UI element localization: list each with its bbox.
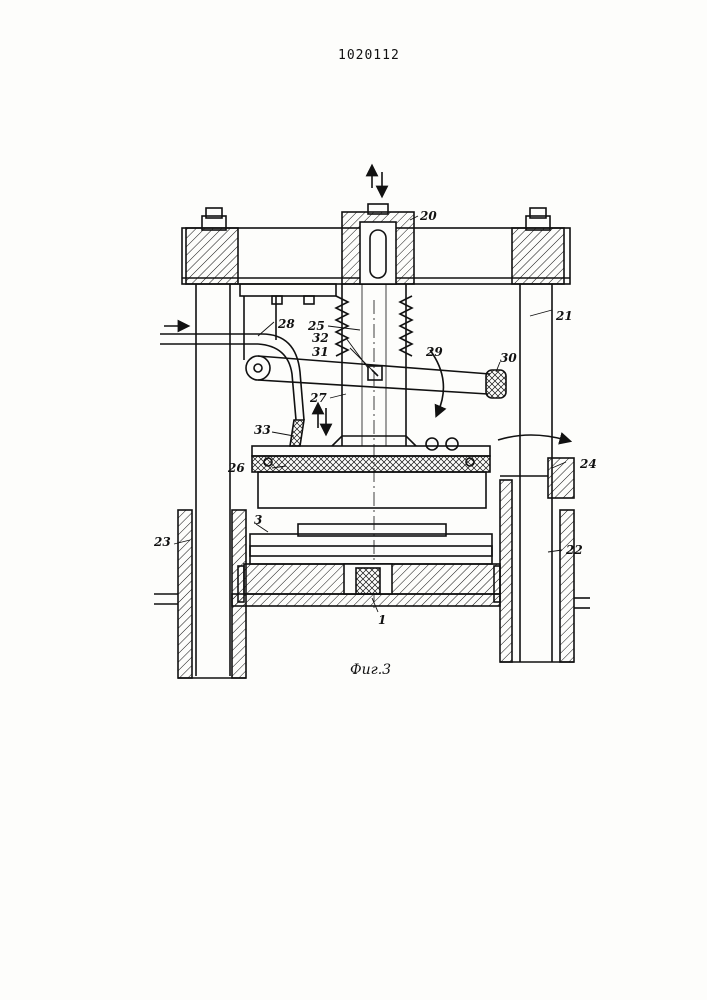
- label-24: 24: [579, 457, 597, 471]
- label-1: 1: [378, 613, 386, 627]
- nozzle: [290, 420, 304, 446]
- feed-hose: [160, 334, 304, 420]
- rotation-arrow: [498, 435, 566, 440]
- label-31: 31: [312, 345, 329, 359]
- figure-caption: Фиг.3: [350, 662, 391, 678]
- label-26: 26: [227, 461, 245, 475]
- base-plate: [154, 594, 590, 608]
- label-33: 33: [254, 423, 271, 437]
- label-28: 28: [277, 317, 295, 331]
- right-column-head: [512, 208, 564, 284]
- center-drive-block: [342, 204, 414, 284]
- label-23: 23: [153, 535, 171, 549]
- label-29: 29: [425, 345, 443, 359]
- label-27: 27: [309, 391, 327, 405]
- handle-knob[interactable]: [486, 370, 506, 398]
- swing-arrow: [430, 350, 443, 412]
- label-32: 32: [312, 331, 329, 345]
- left-column-head: [186, 208, 238, 284]
- label-21: 21: [555, 309, 573, 323]
- label-3: 3: [254, 513, 262, 527]
- left-column: [178, 284, 246, 678]
- workpiece: [250, 524, 492, 564]
- label-30: 30: [500, 351, 517, 365]
- label-22: 22: [565, 543, 583, 557]
- label-20: 20: [419, 209, 437, 223]
- upper-press-head: [252, 436, 490, 508]
